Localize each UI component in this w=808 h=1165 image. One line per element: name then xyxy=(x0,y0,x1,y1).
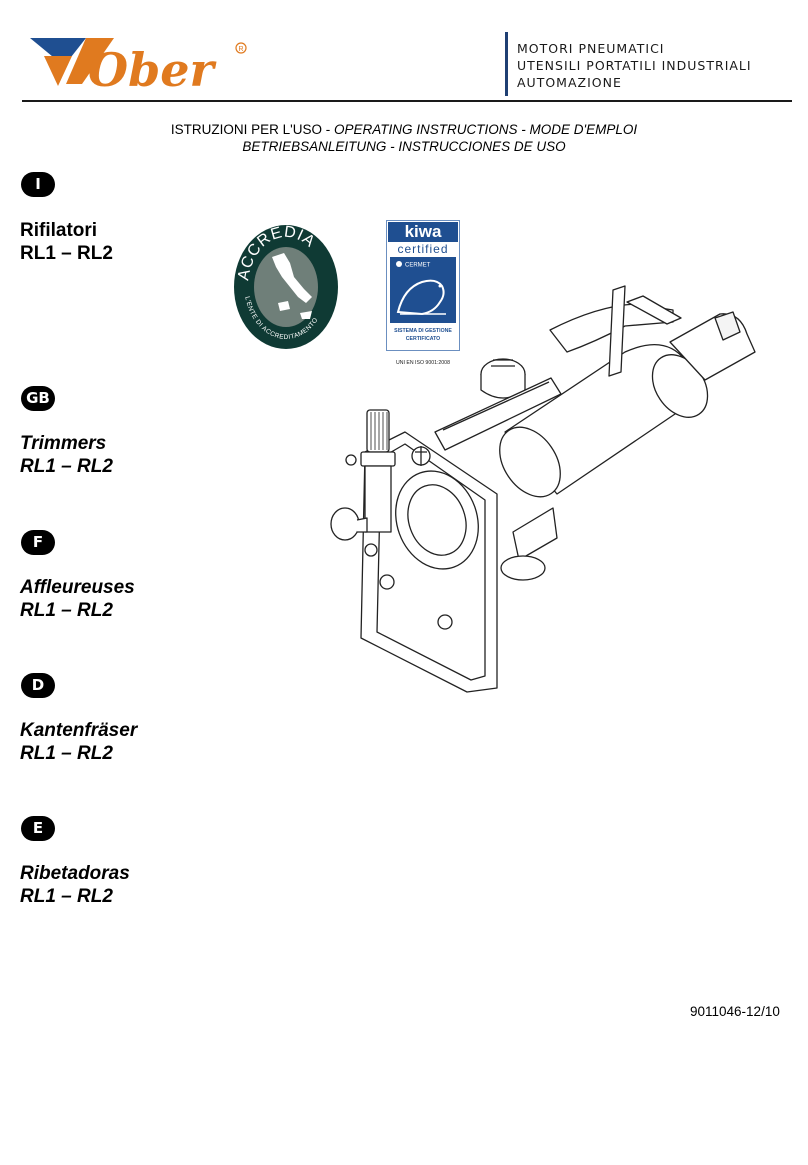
language-badge-gb: GB xyxy=(21,386,55,411)
product-model: RL1 – RL2 xyxy=(20,600,113,621)
section-title-d: Kantenfräser RL1 – RL2 xyxy=(20,719,137,765)
instructions-subtitle: ISTRUZIONI PER L'USO - OPERATING INSTRUC… xyxy=(0,122,808,137)
language-badge-it: I xyxy=(21,172,55,197)
section-title-it: Rifilatori RL1 – RL2 xyxy=(20,219,113,265)
header-divider xyxy=(505,32,508,96)
product-model: RL1 – RL2 xyxy=(20,243,113,264)
svg-text:SISTEMA DI GESTIONE: SISTEMA DI GESTIONE xyxy=(394,328,452,334)
brand-wordmark: Ober xyxy=(88,43,218,97)
svg-text:CERMET: CERMET xyxy=(405,263,431,269)
trimmer-tool-illustration xyxy=(325,282,770,707)
svg-text:CERTIFICATO: CERTIFICATO xyxy=(406,336,440,342)
accredia-logo: ACCREDIA L'ENTE DI ACCREDITAMENTO xyxy=(232,223,340,356)
product-name: Ribetadoras xyxy=(20,863,130,884)
product-name: Rifilatori xyxy=(20,220,98,241)
language-badge-f: F xyxy=(21,530,55,555)
header-rule xyxy=(22,100,792,102)
product-name: Affleureuses xyxy=(20,577,135,598)
tagline-line: MOTORI PNEUMATICI xyxy=(517,41,665,56)
kiwa-certified-logo: kiwa certified CERMET SISTEMA DI GESTION… xyxy=(386,220,460,375)
ober-logo: Ober R xyxy=(26,28,256,102)
product-model: RL1 – RL2 xyxy=(20,886,113,907)
product-name: Trimmers xyxy=(20,433,107,454)
document-number: 9011046-12/10 xyxy=(690,1004,780,1019)
product-model: RL1 – RL2 xyxy=(20,743,113,764)
subtitle-german-spanish: BETRIEBSANLEITUNG - INSTRUCCIONES DE USO xyxy=(242,139,566,154)
section-title-f: Affleureuses RL1 – RL2 xyxy=(20,576,135,622)
svg-text:kiwa: kiwa xyxy=(405,222,442,241)
svg-text:UNI EN ISO 9001:2008: UNI EN ISO 9001:2008 xyxy=(396,360,450,366)
company-tagline: MOTORI PNEUMATICI UTENSILI PORTATILI IND… xyxy=(517,40,752,91)
subtitle-italian: ISTRUZIONI PER L'USO - xyxy=(170,122,334,137)
language-badge-d: D xyxy=(21,673,55,698)
section-title-gb: Trimmers RL1 – RL2 xyxy=(20,432,113,478)
product-model: RL1 – RL2 xyxy=(20,456,113,477)
svg-text:certified: certified xyxy=(397,242,448,256)
subtitle-english-french: OPERATING INSTRUCTIONS - MODE D'EMPLOI xyxy=(334,122,638,137)
product-name: Kantenfräser xyxy=(20,720,138,741)
section-title-e: Ribetadoras RL1 – RL2 xyxy=(20,862,130,908)
svg-text:R: R xyxy=(239,46,244,53)
language-badge-e: E xyxy=(21,816,55,841)
tagline-line: AUTOMAZIONE xyxy=(517,75,622,90)
tagline-line: UTENSILI PORTATILI INDUSTRIALI xyxy=(517,58,752,73)
